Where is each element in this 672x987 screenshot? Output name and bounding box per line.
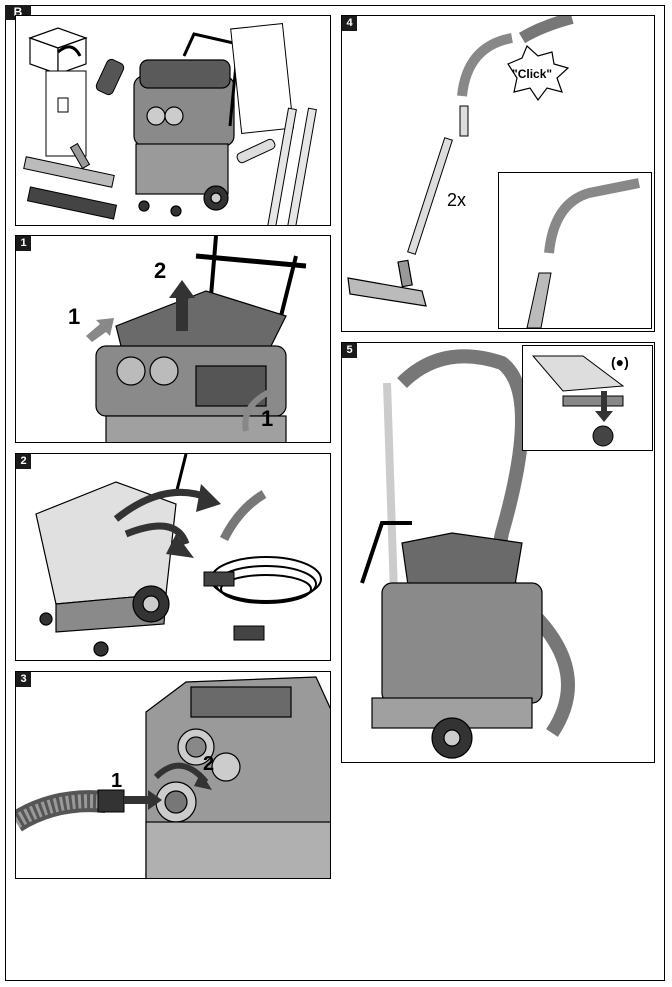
step-3-illustration: 1 2 xyxy=(16,676,330,878)
panel-number: 1 xyxy=(16,236,31,251)
operating-manual xyxy=(230,23,294,134)
hose-handle xyxy=(457,33,514,97)
panel-number: 3 xyxy=(16,672,31,687)
crevice-inset xyxy=(498,172,652,329)
extension-tube xyxy=(407,137,453,255)
page-frame xyxy=(5,5,665,981)
step-2-illustration xyxy=(35,454,322,657)
panel-number: 4 xyxy=(342,16,357,31)
remove-arrow-lower xyxy=(124,522,190,546)
click-text: "Click" xyxy=(512,67,552,81)
floor-nozzle xyxy=(347,259,427,307)
click-burst xyxy=(507,44,570,102)
crevice-illustration xyxy=(526,178,640,328)
hose-elbow xyxy=(219,490,267,542)
panel-step-1: 1 2 1 1 xyxy=(15,235,331,443)
panel-package-contents xyxy=(15,15,331,226)
latch-arrow-right xyxy=(242,388,273,432)
brake-illustration xyxy=(531,355,625,447)
hose-cuff xyxy=(203,571,235,587)
extension-tube xyxy=(287,107,317,225)
wet-nozzle xyxy=(26,186,118,220)
step-label-1: 1 xyxy=(111,770,122,792)
hose-cuff xyxy=(97,789,125,813)
hose-handle xyxy=(544,178,640,254)
panel-number: 2 xyxy=(16,454,31,469)
brake-inset: (●) xyxy=(522,345,653,451)
foot-shape xyxy=(531,355,625,392)
step-4-illustration: "Click" 2x xyxy=(347,16,574,307)
step-5-illustration xyxy=(360,349,575,759)
panel-step-4: 4 "Click" 2x xyxy=(341,15,655,332)
panel-number: 5 xyxy=(342,343,357,358)
panel-step-3: 3 1 2 xyxy=(15,671,331,879)
step-label-2: 2 xyxy=(154,258,166,283)
step-label-2: 2 xyxy=(203,753,214,775)
hose-cuff xyxy=(233,625,265,641)
vacuum-body xyxy=(133,32,240,217)
panel-step-2: 2 xyxy=(15,453,331,661)
filter-bag xyxy=(45,70,87,157)
floor-nozzle xyxy=(23,156,115,188)
extension-tube xyxy=(459,105,469,137)
latch-arrow-left xyxy=(86,318,114,342)
suction-hose xyxy=(518,16,574,44)
press-arrow xyxy=(595,391,613,422)
vacuum-body xyxy=(360,521,543,759)
repeat-count: 2x xyxy=(447,190,466,210)
package-contents-illustration xyxy=(23,23,317,225)
insert-arrow xyxy=(124,790,162,810)
lock-symbol: (●) xyxy=(611,354,629,370)
lift-arrow xyxy=(169,280,195,331)
crevice-nozzle xyxy=(526,272,552,328)
hose-elbow xyxy=(236,138,276,164)
panel-step-5: 5 (●) xyxy=(341,342,655,763)
adapter-part xyxy=(95,58,125,96)
step-label-1b: 1 xyxy=(261,406,273,431)
step-label-1: 1 xyxy=(68,304,80,329)
extension-tube xyxy=(267,107,297,225)
suction-hose xyxy=(397,349,575,737)
step-1-illustration: 2 1 1 xyxy=(68,236,307,442)
open-box-icon xyxy=(28,27,88,75)
